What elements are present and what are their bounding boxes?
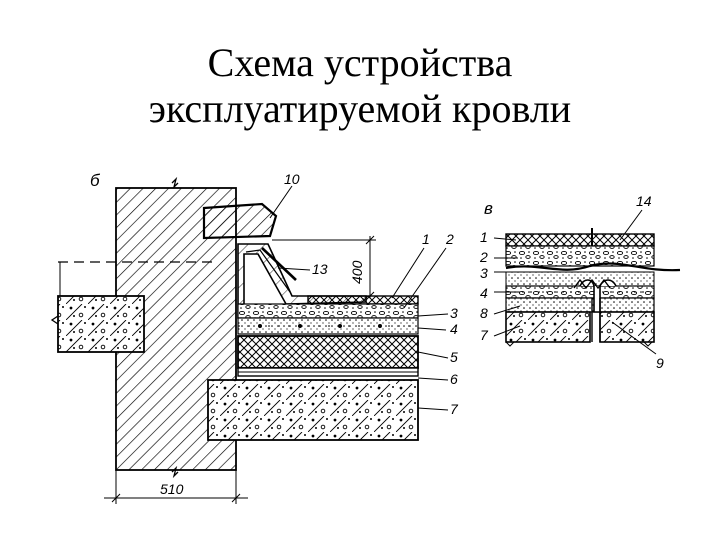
callout-b-5: 5: [450, 349, 458, 365]
callout-b-2: 2: [445, 231, 454, 247]
floor-slab-left: [50, 295, 145, 353]
callout-b-10: 10: [284, 171, 300, 187]
panel-letter-b: б: [90, 171, 101, 190]
callout-b-7: 7: [450, 401, 459, 417]
callout-b-6: 6: [450, 371, 458, 387]
callout-leaders-v: [493, 209, 657, 355]
callout-b-3: 3: [450, 305, 458, 321]
callout-v-2: 2: [479, 249, 488, 265]
panel-letter-v: в: [484, 199, 493, 218]
callout-v-9: 9: [656, 355, 664, 371]
callout-v-3: 3: [480, 265, 488, 281]
callout-v-8: 8: [480, 305, 488, 321]
callout-b-1: 1: [422, 231, 430, 247]
dimension-510: [104, 440, 248, 504]
drawing-b: б: [50, 171, 459, 504]
slide-title-line-2: эксплуатируемой кровли: [148, 86, 572, 131]
callout-b-4: 4: [450, 321, 458, 337]
slide-title-line-1: Схема устройства: [207, 40, 513, 85]
dimension-400: 400: [272, 235, 376, 301]
drawing-v: в 1: [479, 193, 681, 371]
callout-leaders-b: [391, 247, 449, 411]
parapet-coping: [202, 185, 293, 240]
width-dimension: 510: [160, 481, 184, 497]
callout-b-13: 13: [312, 261, 328, 277]
slide-title: Схема устройства эксплуатируемой кровли: [0, 40, 720, 132]
height-dimension: 400: [349, 260, 365, 284]
callout-v-7: 7: [480, 327, 489, 343]
callout-v-1: 1: [480, 229, 488, 245]
roof-layers: [207, 295, 419, 441]
callout-v-14: 14: [636, 193, 652, 209]
callout-v-4: 4: [480, 285, 488, 301]
